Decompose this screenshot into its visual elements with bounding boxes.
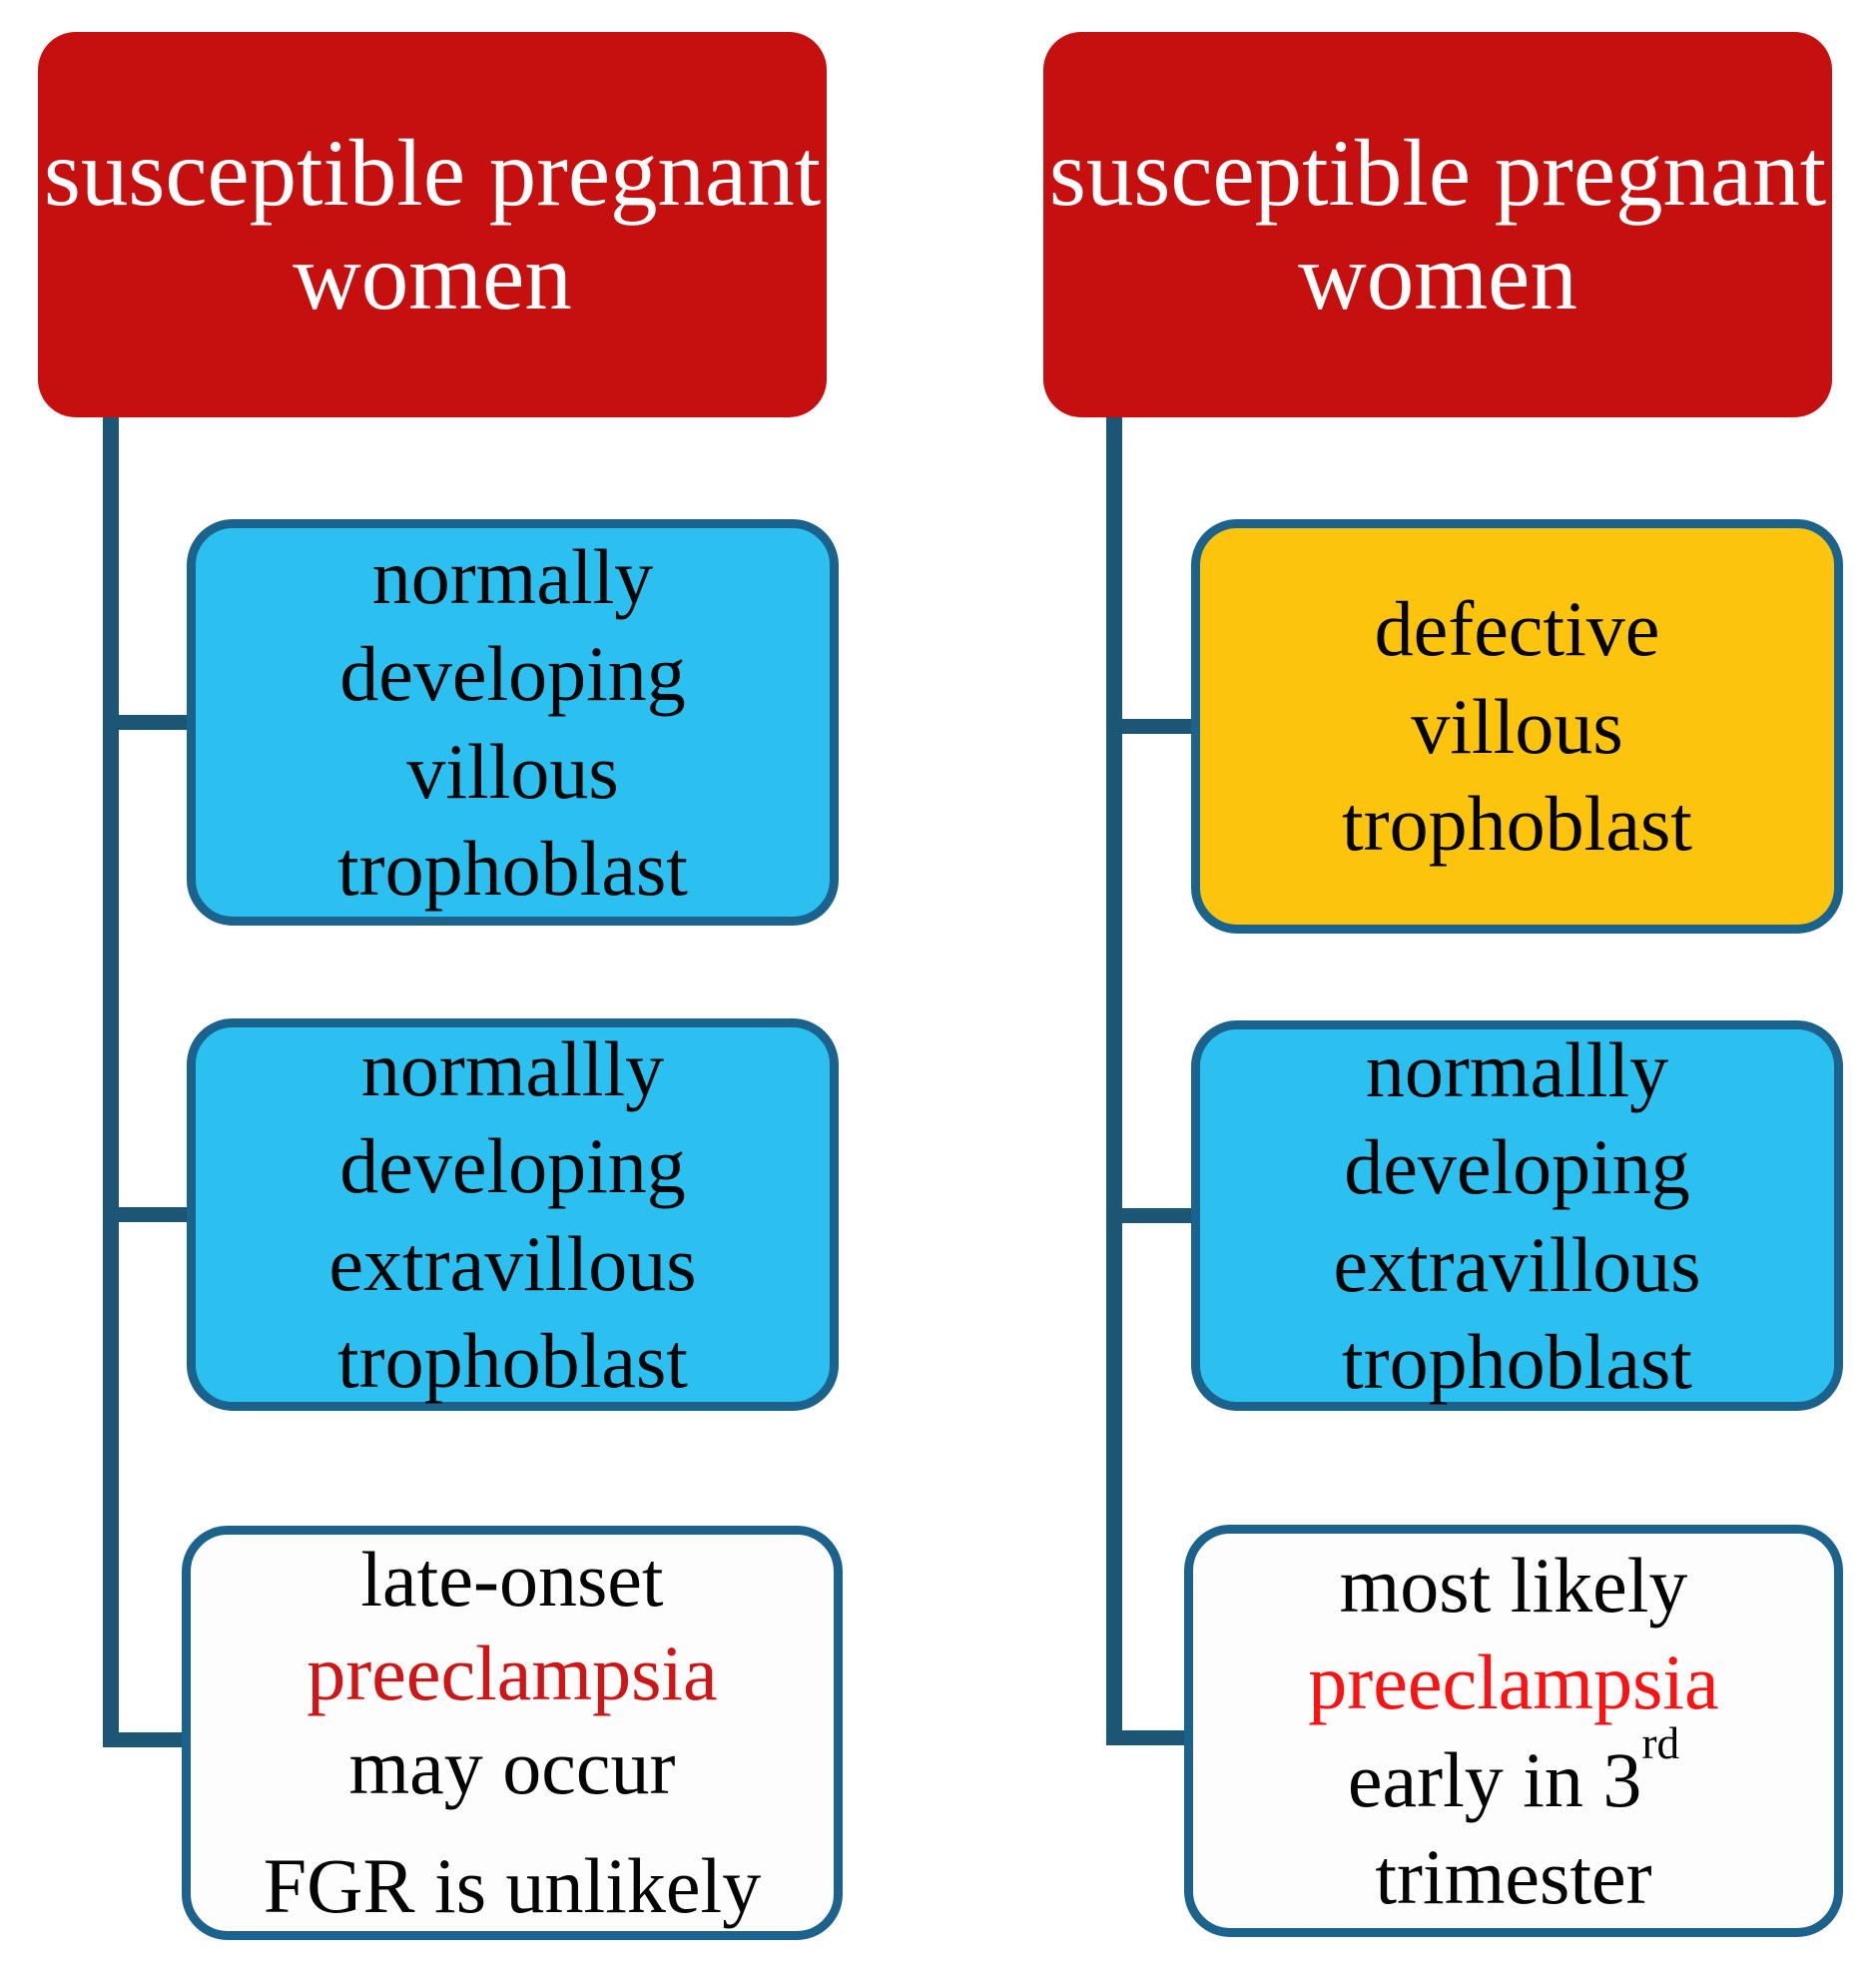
fgr-note: FGR is unlikely [263, 1842, 762, 1930]
box-line: developing [339, 1122, 686, 1209]
right-connector-stub-1 [1106, 719, 1198, 734]
right-trunk-connector-line [1106, 417, 1122, 1745]
left-connector-stub-1 [103, 715, 195, 730]
box-line: developing [1344, 1123, 1690, 1210]
preeclampsia-highlight: preeclampsia [1308, 1639, 1719, 1725]
box-line: developing [339, 630, 686, 717]
box-line: early in 3rd [1347, 1721, 1679, 1829]
box-line: trophoblast [1342, 780, 1692, 868]
left-header-susceptible-pregnant-women: susceptible pregnant women [38, 32, 827, 417]
box-line: villous [406, 727, 619, 815]
box-line: normallly [1365, 1025, 1669, 1113]
box-line: trophoblast [337, 1317, 688, 1404]
right-box-defective-villous-trophoblast: defective villous trophoblast [1191, 519, 1843, 934]
box-line: defective [1374, 585, 1660, 673]
left-box-late-onset-preeclampsia-outcome: late-onset preeclampsia may occur FGR is… [182, 1526, 843, 1940]
box-line: trimester [1375, 1833, 1652, 1920]
left-connector-stub-3 [103, 1732, 195, 1747]
box-line: late-onset [360, 1536, 664, 1624]
box-line: normallly [360, 1024, 665, 1112]
left-box-normal-extravillous-trophoblast: normallly developing extravillous tropho… [187, 1018, 839, 1411]
box-line: may occur [348, 1722, 676, 1810]
box-line: trophoblast [1342, 1318, 1692, 1405]
right-box-normal-extravillous-trophoblast: normallly developing extravillous tropho… [1191, 1020, 1843, 1411]
right-connector-stub-2 [1106, 1208, 1198, 1223]
ordinal-superscript: rd [1641, 1718, 1680, 1769]
box-line: normally [371, 532, 654, 620]
left-trunk-connector-line [103, 417, 119, 1747]
box-line: extravillous [1333, 1220, 1701, 1308]
right-connector-stub-3 [1106, 1730, 1198, 1745]
left-connector-stub-2 [103, 1207, 195, 1222]
left-box-normal-villous-trophoblast: normally developing villous trophoblast [187, 519, 839, 926]
box-line: villous [1411, 682, 1623, 770]
left-header-label: susceptible pregnant women [43, 119, 822, 329]
trimester-ordinal-text: early in 3 [1347, 1735, 1642, 1823]
box-line: extravillous [328, 1219, 697, 1307]
box-line: most likely [1339, 1541, 1688, 1629]
right-header-susceptible-pregnant-women: susceptible pregnant women [1043, 32, 1832, 417]
preeclampsia-highlight: preeclampsia [307, 1629, 718, 1716]
right-header-label: susceptible pregnant women [1048, 119, 1827, 329]
box-line: trophoblast [337, 825, 688, 912]
right-box-most-likely-preeclampsia-outcome: most likely preeclampsia early in 3rd tr… [1184, 1525, 1843, 1937]
